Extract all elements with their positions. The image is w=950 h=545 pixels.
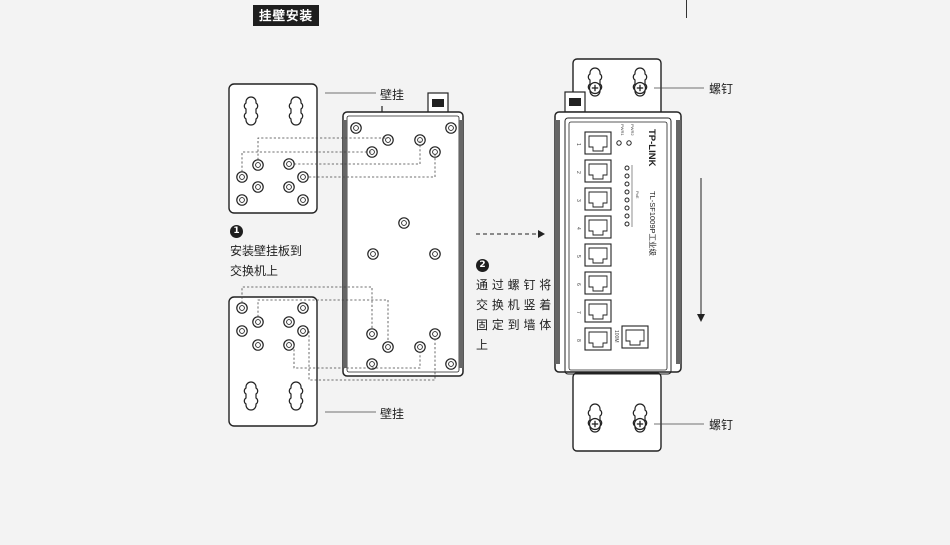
port-number-2: 2 <box>575 171 581 174</box>
port-number-7: 7 <box>575 311 581 314</box>
brand-logo-text: TP-LINK <box>646 129 657 167</box>
port-number-8: 8 <box>575 339 581 342</box>
screw-label-bottom: 螺钉 <box>709 418 734 432</box>
step-1-text: 安装壁挂板到 交换机上 <box>230 241 302 281</box>
port-number-5: 5 <box>575 255 581 258</box>
step-2-line-4: 上 <box>476 338 489 352</box>
model-label: TL-SF1009P工业级 <box>648 191 658 257</box>
poe-label: PoE <box>635 191 640 199</box>
step-1-line-1: 安装壁挂板到 <box>230 244 303 258</box>
step-1-badge: 1 <box>230 225 243 238</box>
screw-label-top: 螺钉 <box>709 82 734 96</box>
transition-arrow <box>476 230 545 238</box>
top-alignment-lines <box>241 137 436 178</box>
bottom-alignment-lines <box>241 286 436 381</box>
led-label-pwr2: PWR2 <box>630 124 635 136</box>
wall-mount-label-bottom: 壁挂 <box>380 407 405 421</box>
switch-back-view <box>342 92 464 377</box>
bottom-wall-plate <box>228 296 318 427</box>
step-2-line-1: 通 过 螺 钉 将 <box>476 278 552 292</box>
port-number-1: 1 <box>575 143 581 146</box>
section-title: 挂壁安装 <box>253 5 320 26</box>
step-2-text: 通 过 螺 钉 将 交 换 机 竖 着 固 定 到 墙 体 上 <box>476 275 551 355</box>
step-2-line-2: 交 换 机 竖 着 <box>476 298 552 312</box>
vertical-direction-arrow <box>697 178 705 322</box>
port-number-3: 3 <box>575 199 581 202</box>
step-1-line-2: 交换机上 <box>230 264 279 278</box>
port-number-6: 6 <box>575 283 581 286</box>
top-divider <box>686 0 687 18</box>
switch-front-view <box>554 58 682 452</box>
wall-mount-label-top: 壁挂 <box>380 88 405 102</box>
port-number-4: 4 <box>575 227 581 230</box>
uplink-label: 100M <box>613 330 619 343</box>
led-label-pwr1: PWR1 <box>620 124 625 136</box>
step-2-badge: 2 <box>476 259 489 272</box>
step-2-line-3: 固 定 到 墙 体 <box>476 318 552 332</box>
top-wall-plate <box>228 83 318 214</box>
